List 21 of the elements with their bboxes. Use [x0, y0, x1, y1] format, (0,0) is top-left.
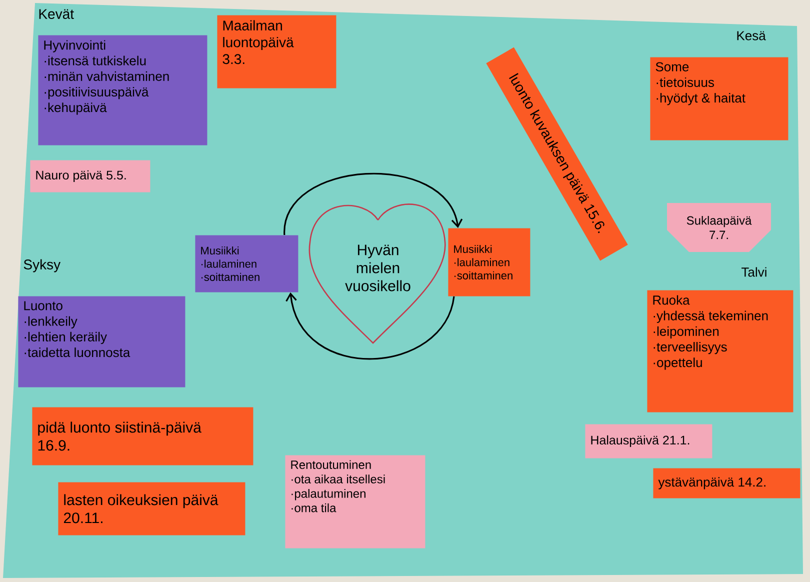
- note-card: ystävänpäivä 14.2.: [653, 468, 800, 498]
- heart-shape: Hyvän mielen vuosikello: [308, 204, 446, 344]
- curved-arrow: [286, 292, 455, 360]
- season-label: Syksy: [24, 259, 61, 272]
- note-card: lasten oikeuksien päivä 20.11.: [58, 482, 246, 536]
- season-label: Talvi: [742, 267, 766, 277]
- season-label: Kesä: [737, 31, 766, 40]
- note-card: Musiikki ·laulaminen ·soittaminen: [448, 228, 530, 296]
- note-card: Luonto ·lenkkeily ·lehtien keräily ·taidetta luonnosta: [18, 296, 186, 388]
- note-card: Suklaapäivä 7.7.: [667, 202, 771, 252]
- note-card: Maailman luontopäivä 3.3.: [217, 15, 336, 88]
- curved-arrow: [284, 173, 463, 236]
- note-card: Rentoutuminen ·ota aikaa itsellesi ·palautuminen ·oma tila: [285, 455, 426, 548]
- note-card: Nauro päivä 5.5.: [30, 160, 150, 192]
- note-card: pidä luonto siistinä-päivä 16.9.: [32, 407, 254, 466]
- note-card: Ruoka ·yhdessä tekeminen ·leipominen ·terveellisyys ·opettelu: [647, 290, 794, 412]
- note-card: Hyvinvointi ·itsensä tutkiskelu ·minän vahvistaminen ·positiivisuuspäivä ·kehupäivä: [38, 35, 208, 146]
- season-label: Kevät: [39, 9, 74, 19]
- note-card: Some ·tietoisuus ·hyödyt & haitat: [650, 57, 788, 140]
- note-card: Musiikki ·laulaminen ·soittaminen: [195, 235, 298, 292]
- note-card: Halauspäivä 21.1.: [585, 424, 712, 458]
